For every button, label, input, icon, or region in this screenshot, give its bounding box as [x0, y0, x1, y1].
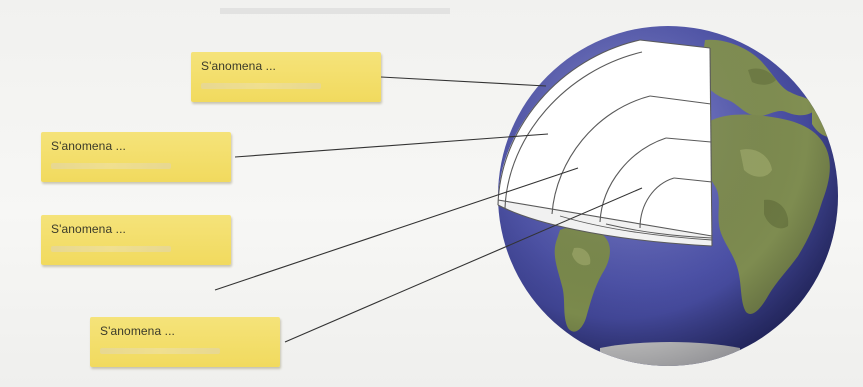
faded-header-text	[220, 8, 450, 14]
mantle-label-box[interactable]: S'anomena ...	[41, 132, 231, 182]
outer-core-label-box[interactable]: S'anomena ...	[41, 215, 231, 265]
label-text: S'anomena ...	[100, 324, 270, 338]
label-text: S'anomena ...	[51, 222, 221, 236]
label-text: S'anomena ...	[51, 139, 221, 153]
label-text: S'anomena ...	[201, 59, 371, 73]
inner-core-label-box[interactable]: S'anomena ...	[90, 317, 280, 367]
answer-blank[interactable]	[201, 83, 321, 89]
answer-blank[interactable]	[51, 163, 171, 169]
crust-label-box[interactable]: S'anomena ...	[191, 52, 381, 102]
answer-blank[interactable]	[51, 246, 171, 252]
leader-line-mantle	[235, 134, 548, 157]
leader-line-crust	[381, 77, 546, 86]
answer-blank[interactable]	[100, 348, 220, 354]
